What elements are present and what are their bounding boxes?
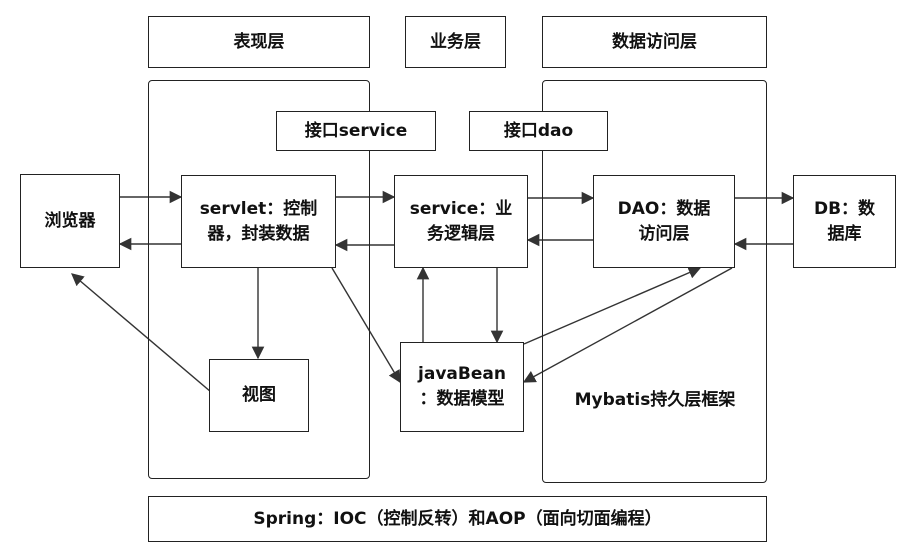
connector-group <box>71 190 795 393</box>
layer-presentation-header: 表现层 <box>148 16 370 68</box>
layer-data-access-header: 数据访问层 <box>542 16 767 68</box>
layer-business-header: 业务层 <box>405 16 506 68</box>
service-box: service：业 务逻辑层 <box>394 175 528 268</box>
mybatis-label: Mybatis持久层框架 <box>574 390 736 410</box>
browser-box: 浏览器 <box>20 174 120 268</box>
arrow-view-to-browser <box>71 273 212 393</box>
interface-service-box: 接口service <box>276 111 436 151</box>
spring-bar: Spring：IOC（控制反转）和AOP（面向切面编程） <box>148 496 767 542</box>
db-box: DB：数 据库 <box>793 175 896 268</box>
servlet-box: servlet：控制 器，封装数据 <box>181 175 336 268</box>
arrow-dao-to-javabean <box>522 267 733 383</box>
arrow-servlet-to-javabean <box>331 267 401 384</box>
javabean-box: javaBean ：数据模型 <box>400 342 524 432</box>
dao-box: DAO：数据 访问层 <box>593 175 735 268</box>
data-access-layer-frame <box>542 80 767 483</box>
interface-dao-box: 接口dao <box>469 111 608 151</box>
view-box: 视图 <box>209 359 309 432</box>
arrow-javabean-to-dao <box>523 266 702 345</box>
presentation-layer-frame <box>148 80 370 479</box>
